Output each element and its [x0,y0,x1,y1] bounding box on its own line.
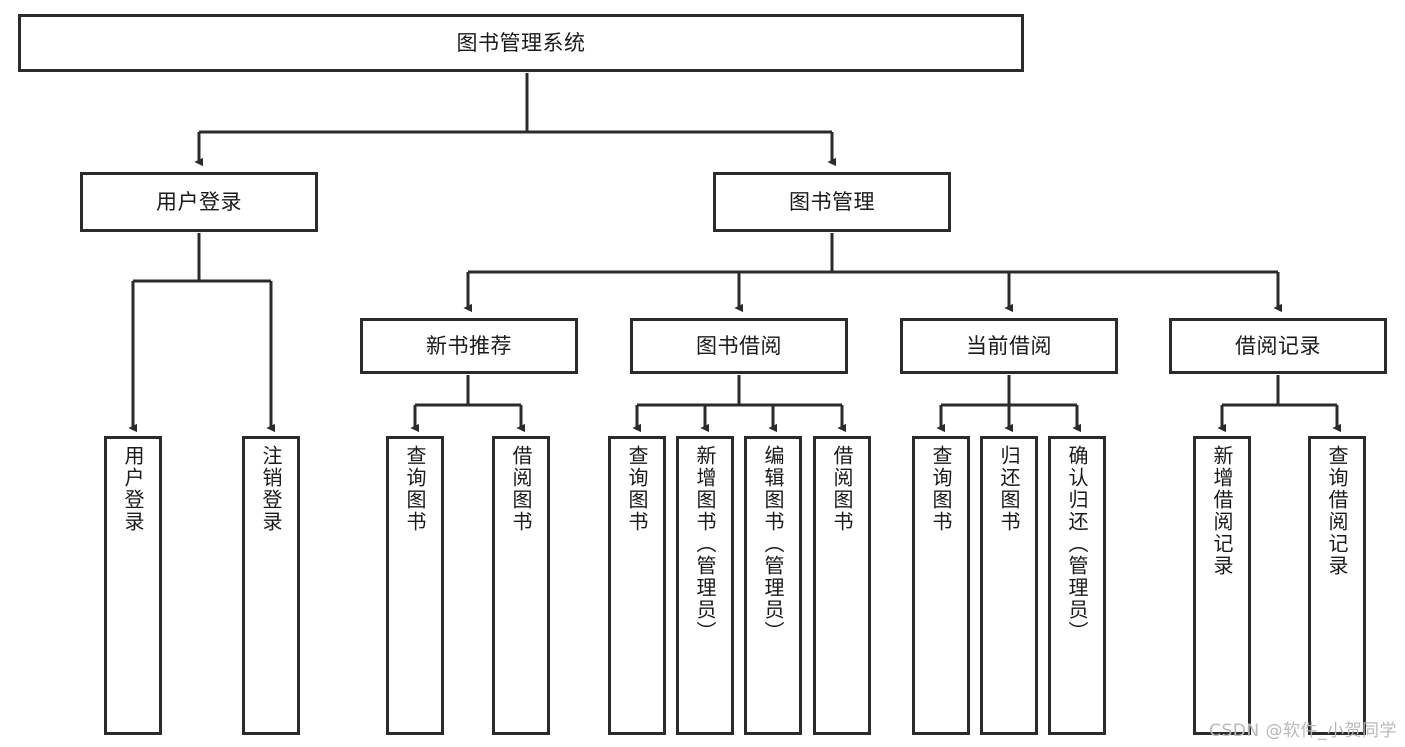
node-new-book-recommend[interactable]: 新书推荐 [360,318,578,374]
node-label: 图书管理系统 [456,30,586,55]
node-label: 查询借阅记录 [1325,445,1349,577]
node-label: 编辑图书（管理员） [761,445,785,643]
leaf-book-borrow-query[interactable]: 查询图书 [608,436,666,735]
leaf-book-borrow-add[interactable]: 新增图书（管理员） [676,436,734,735]
node-label: 借阅图书 [509,445,533,533]
node-label: 用户登录 [156,189,242,214]
leaf-current-borrow-return[interactable]: 归还图书 [980,436,1038,735]
leaf-new-book-query[interactable]: 查询图书 [386,436,444,735]
leaf-borrow-record-add[interactable]: 新增借阅记录 [1193,436,1251,735]
node-book-management[interactable]: 图书管理 [713,172,951,232]
node-label: 图书借阅 [696,333,782,358]
leaf-user-login-logout[interactable]: 注销登录 [242,436,300,735]
node-book-borrow[interactable]: 图书借阅 [630,318,848,374]
node-label: 查询图书 [929,445,953,533]
node-label: 用户登录 [121,445,145,533]
node-current-borrow[interactable]: 当前借阅 [900,318,1118,374]
node-label: 确认归还（管理员） [1065,445,1089,643]
node-label: 借阅记录 [1235,333,1321,358]
leaf-current-borrow-confirm-return[interactable]: 确认归还（管理员） [1048,436,1106,735]
leaf-user-login-login[interactable]: 用户登录 [104,436,162,735]
leaf-current-borrow-query[interactable]: 查询图书 [912,436,970,735]
node-label: 归还图书 [997,445,1021,533]
leaf-book-borrow-edit[interactable]: 编辑图书（管理员） [744,436,802,735]
leaf-borrow-record-query[interactable]: 查询借阅记录 [1308,436,1366,735]
leaf-new-book-borrow[interactable]: 借阅图书 [492,436,550,735]
node-label: 当前借阅 [966,333,1052,358]
node-borrow-record[interactable]: 借阅记录 [1169,318,1387,374]
node-label: 图书管理 [789,189,875,214]
node-root-system[interactable]: 图书管理系统 [18,14,1024,72]
node-label: 新增借阅记录 [1210,445,1234,577]
node-label: 新书推荐 [426,333,512,358]
watermark-text: CSDN @软件_小贺同学 [1209,721,1397,741]
node-label: 查询图书 [403,445,427,533]
node-user-login[interactable]: 用户登录 [80,172,318,232]
node-label: 新增图书（管理员） [693,445,717,643]
node-label: 注销登录 [259,445,283,533]
node-label: 查询图书 [625,445,649,533]
leaf-book-borrow-borrow[interactable]: 借阅图书 [813,436,871,735]
node-label: 借阅图书 [830,445,854,533]
